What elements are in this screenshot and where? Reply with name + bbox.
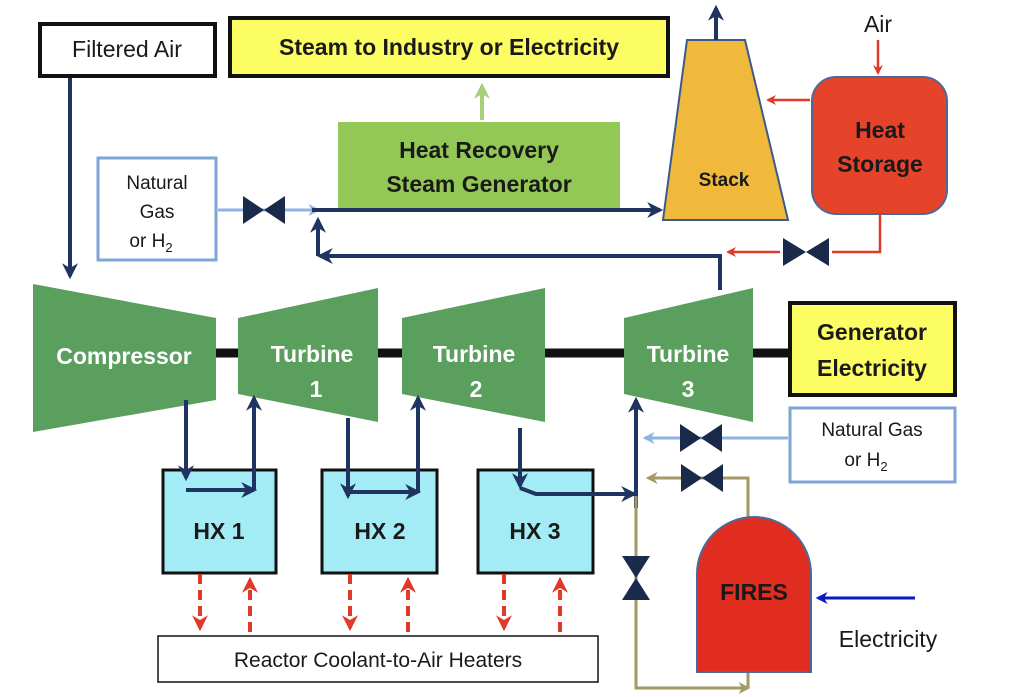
air-label: Air <box>864 11 892 37</box>
turbine-2-label-line2: 2 <box>470 376 483 402</box>
steam-output-box: Steam to Industry or Electricity <box>228 16 670 78</box>
steam-output-label: Steam to Industry or Electricity <box>279 34 619 60</box>
hx-1: HX 1 <box>161 468 278 575</box>
fuel-right-line2: or H2 <box>844 450 887 474</box>
stack-label: Stack <box>699 170 750 191</box>
filtered-air-label: Filtered Air <box>72 36 182 62</box>
turbine-3: Turbine 3 <box>624 288 753 422</box>
hx-3-label: HX 3 <box>509 518 560 544</box>
electricity-label: Electricity <box>839 626 938 652</box>
turbine-3-label-line2: 3 <box>682 376 695 402</box>
hrsg-box: Heat Recovery Steam Generator <box>338 122 620 208</box>
fuel-left-line3: or H2 <box>129 231 172 255</box>
fuel-left-line1: Natural <box>126 173 187 194</box>
reactor-heaters-box: Reactor Coolant-to-Air Heaters <box>157 635 599 683</box>
fuel-right-line1: Natural Gas <box>821 420 922 441</box>
turbine-2: Turbine 2 <box>402 288 545 422</box>
hrsg-label-line2: Steam Generator <box>386 171 571 197</box>
hx-3: HX 3 <box>476 468 595 575</box>
turbine-3-label-line1: Turbine <box>647 341 730 367</box>
turbine-1-label-line1: Turbine <box>271 341 354 367</box>
compressor-label: Compressor <box>56 343 192 369</box>
fires-valve-icon <box>681 464 723 492</box>
hx3-out-arrow <box>519 486 638 502</box>
bypass-valve-icon <box>622 556 650 600</box>
hx-1-label: HX 1 <box>193 518 244 544</box>
fuel-left-valve-icon <box>243 196 285 224</box>
compressor: Compressor <box>33 284 216 432</box>
recuperator-arrow <box>316 248 722 290</box>
heat-storage-label-line2: Storage <box>837 151 923 177</box>
heat-storage-box: Heat Storage <box>811 76 948 215</box>
fuel-right-box: Natural Gas or H2 <box>788 406 957 484</box>
stack: Stack <box>661 39 790 221</box>
fires-unit: FIRES <box>696 516 812 673</box>
reactor-heaters-label: Reactor Coolant-to-Air Heaters <box>234 649 522 672</box>
storage-valve-icon <box>783 238 829 266</box>
turbine-1: Turbine 1 <box>238 288 378 422</box>
generator-label-line2: Electricity <box>817 355 927 381</box>
generator-box: Generator Electricity <box>788 301 957 397</box>
filtered-air-box: Filtered Air <box>38 22 217 78</box>
fires-label: FIRES <box>720 579 788 605</box>
generator-label-line1: Generator <box>817 319 927 345</box>
turbine-1-label-line2: 1 <box>310 376 323 402</box>
fuel-left-line2: Gas <box>140 202 175 223</box>
storage-return-line <box>832 214 882 254</box>
fuel-right-valve-icon <box>680 424 722 452</box>
hx-2-label: HX 2 <box>354 518 405 544</box>
heat-storage-label-line1: Heat <box>855 117 905 143</box>
fuel-left-box: Natural Gas or H2 <box>96 156 218 262</box>
turbine-2-label-line1: Turbine <box>433 341 516 367</box>
hrsg-label-line1: Heat Recovery <box>399 137 559 163</box>
